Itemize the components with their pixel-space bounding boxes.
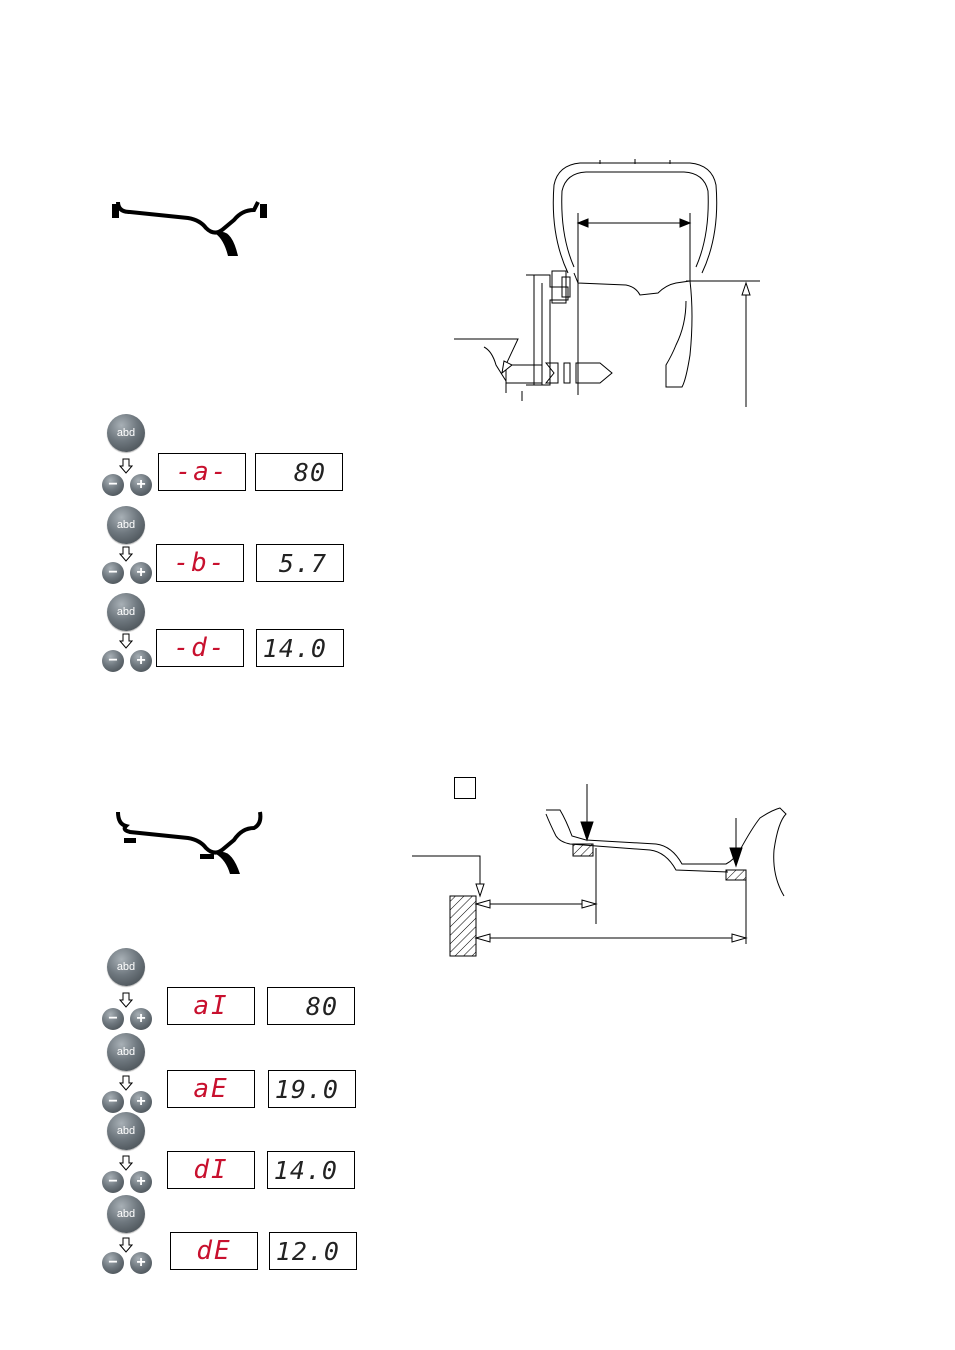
- parameter-display: -d-: [156, 629, 244, 667]
- arrow-down-icon: [119, 1155, 133, 1171]
- arrow-down-icon: [119, 633, 133, 649]
- rim-with-clip-weights-icon: [108, 190, 278, 260]
- parameter-display: -a-: [158, 453, 246, 491]
- abd-button[interactable]: abd: [107, 414, 145, 452]
- arrow-down-icon: [119, 992, 133, 1008]
- value-display: 14.0: [267, 1151, 355, 1189]
- arrow-down-icon: [119, 458, 133, 474]
- arrow-down-icon: [119, 1237, 133, 1253]
- rim-adhesive-weights-distance-diagram: [410, 780, 810, 960]
- parameter-display: aE: [167, 1070, 255, 1108]
- plus-button[interactable]: +: [130, 1091, 152, 1113]
- parameter-display: -b-: [156, 544, 244, 582]
- parameter-display: dI: [167, 1151, 255, 1189]
- plus-button[interactable]: +: [130, 1252, 152, 1274]
- abd-button[interactable]: abd: [107, 506, 145, 544]
- plus-button[interactable]: +: [130, 1171, 152, 1193]
- parameter-display: aI: [167, 987, 255, 1025]
- value-display: 80: [267, 987, 355, 1025]
- minus-button[interactable]: −: [102, 1091, 124, 1113]
- abd-button[interactable]: abd: [107, 1112, 145, 1150]
- abd-button[interactable]: abd: [107, 1033, 145, 1071]
- plus-button[interactable]: +: [130, 562, 152, 584]
- value-display: 12.0: [269, 1232, 357, 1270]
- arrow-down-icon: [119, 1075, 133, 1091]
- value-display: 5.7: [256, 544, 344, 582]
- abd-button[interactable]: abd: [107, 948, 145, 986]
- parameter-display: dE: [170, 1232, 258, 1270]
- minus-button[interactable]: −: [102, 474, 124, 496]
- arrow-down-icon: [119, 546, 133, 562]
- value-display: 14.0: [256, 629, 344, 667]
- plus-button[interactable]: +: [130, 474, 152, 496]
- value-display: 80: [255, 453, 343, 491]
- tire-rim-cross-section-diagram: [450, 155, 780, 410]
- minus-button[interactable]: −: [102, 650, 124, 672]
- plus-button[interactable]: +: [130, 1008, 152, 1030]
- rim-with-adhesive-weights-icon: [108, 806, 278, 876]
- minus-button[interactable]: −: [102, 562, 124, 584]
- minus-button[interactable]: −: [102, 1008, 124, 1030]
- value-display: 19.0: [268, 1070, 356, 1108]
- minus-button[interactable]: −: [102, 1252, 124, 1274]
- plus-button[interactable]: +: [130, 650, 152, 672]
- abd-button[interactable]: abd: [107, 1195, 145, 1233]
- abd-button[interactable]: abd: [107, 593, 145, 631]
- minus-button[interactable]: −: [102, 1171, 124, 1193]
